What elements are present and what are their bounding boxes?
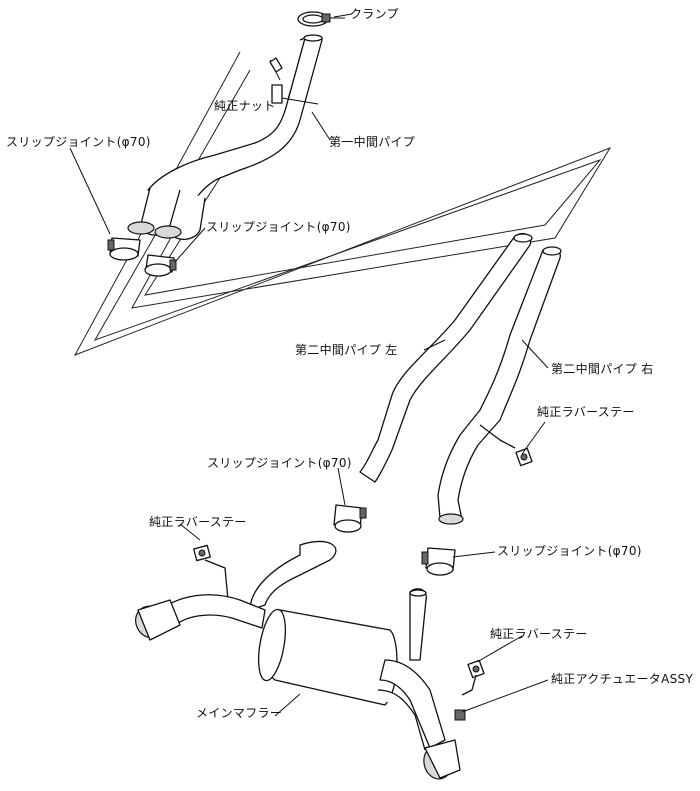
- label-oem-rubber-stay-3: 純正ラバーステー: [490, 627, 588, 641]
- label-slip-joint-4: スリップジョイント(φ70): [497, 544, 642, 558]
- rubber-stay-part-3: [461, 659, 485, 696]
- rubber-stay-part-2: [193, 544, 229, 601]
- first-mid-pipe: [127, 34, 323, 240]
- slip-joint-part-2: [144, 254, 177, 277]
- rubber-stay-part-1: [515, 447, 533, 467]
- label-first-mid-pipe: 第一中間パイプ: [329, 135, 416, 149]
- label-slip-joint-2: スリップジョイント(φ70): [206, 220, 351, 234]
- label-clamp: クランプ: [350, 7, 399, 21]
- label-main-muffler: メインマフラー: [196, 706, 283, 720]
- clamp-part: [297, 11, 345, 27]
- second-mid-pipe-left: [359, 232, 533, 483]
- label-slip-joint-1: スリップジョイント(φ70): [6, 135, 151, 149]
- label-oem-rubber-stay-1: 純正ラバーステー: [537, 405, 635, 419]
- label-second-mid-pipe-left: 第二中間パイプ 左: [295, 343, 398, 357]
- slip-joint-part-1: [107, 237, 141, 261]
- slip-joint-part-4: [421, 547, 456, 576]
- label-second-mid-pipe-right: 第二中間パイプ 右: [551, 362, 654, 376]
- label-oem-actuator-assy: 純正アクチュエータASSY: [551, 672, 694, 686]
- label-slip-joint-3: スリップジョイント(φ70): [207, 456, 352, 470]
- second-mid-pipe-right: [437, 246, 562, 525]
- main-muffler-part: [135, 540, 466, 780]
- slip-joint-part-3: [333, 504, 367, 533]
- label-oem-nut: 純正ナット: [214, 99, 276, 113]
- leader-lines: [69, 13, 549, 717]
- label-oem-rubber-stay-2: 純正ラバーステー: [149, 515, 247, 529]
